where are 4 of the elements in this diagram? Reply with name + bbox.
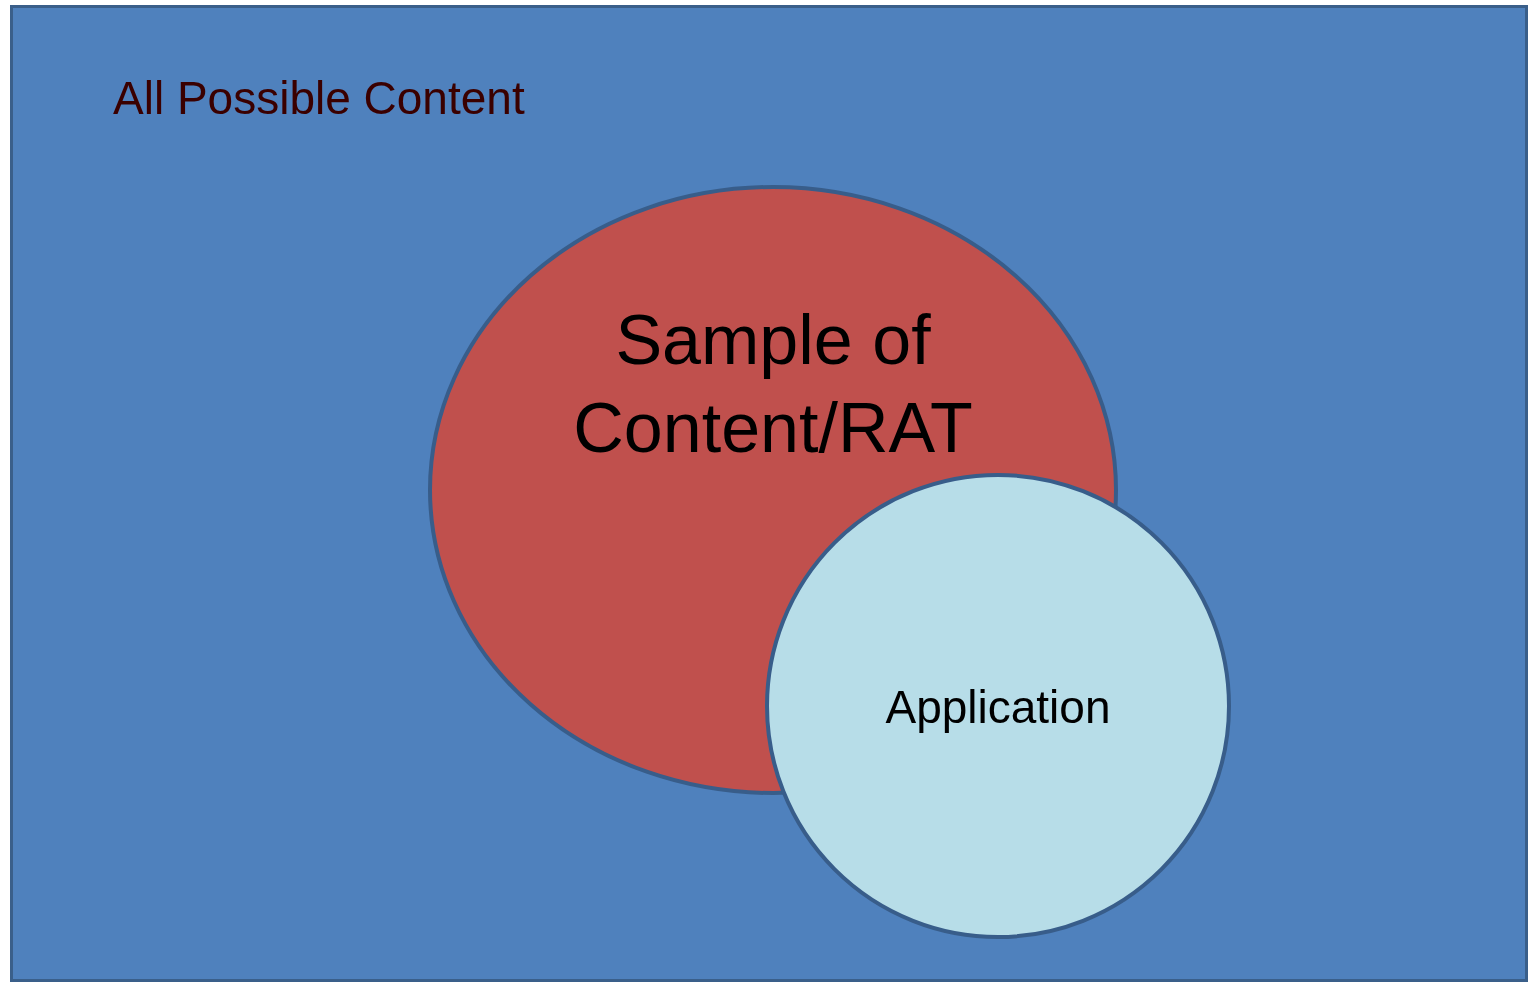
ellipse-label: Sample of Content/RAT bbox=[572, 300, 974, 469]
background-panel bbox=[10, 5, 1528, 982]
circle-label: Application bbox=[884, 680, 1112, 735]
region-label: All Possible Content bbox=[113, 71, 526, 126]
